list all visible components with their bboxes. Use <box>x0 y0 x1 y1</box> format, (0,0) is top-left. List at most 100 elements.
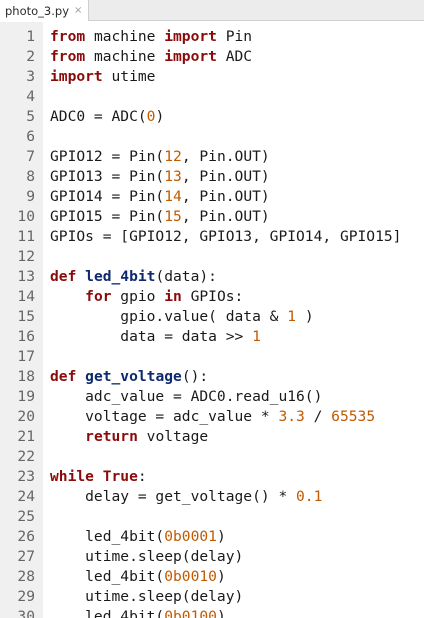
line-source: def get_voltage(): <box>50 367 208 387</box>
keyword-token: def <box>50 268 77 285</box>
code-text: , Pin.OUT) <box>181 188 270 205</box>
code-line[interactable]: 26 led_4bit(0b0001) <box>0 527 424 547</box>
code-text: voltage <box>137 428 209 445</box>
line-source: for gpio in GPIOs: <box>50 287 243 307</box>
code-line[interactable]: 8 GPIO13 = Pin(13, Pin.OUT) <box>0 167 424 187</box>
number-token: 14 <box>164 188 182 205</box>
line-source: GPIO13 = Pin(13, Pin.OUT) <box>50 167 270 187</box>
line-source: GPIO12 = Pin(12, Pin.OUT) <box>50 147 270 167</box>
keyword-token: import <box>164 28 217 45</box>
code-text: gpio.value( data & <box>50 308 288 325</box>
line-number: 24 <box>17 488 35 505</box>
line-source: voltage = adc_value * 3.3 / 65535 <box>50 407 375 427</box>
number-token: 0.1 <box>296 488 323 505</box>
code-line[interactable]: 17 <box>0 347 424 367</box>
code-line[interactable]: 15 gpio.value( data & 1 ) <box>0 307 424 327</box>
line-number: 19 <box>17 388 35 405</box>
line-number: 30 <box>17 608 35 618</box>
code-text: gpio <box>111 288 165 305</box>
line-source: from machine import ADC <box>50 47 252 67</box>
number-token: 1 <box>287 308 297 325</box>
code-line[interactable]: 4 <box>0 87 424 107</box>
keyword-token: for <box>85 288 112 305</box>
code-line[interactable]: 20 voltage = adc_value * 3.3 / 65535 <box>0 407 424 427</box>
line-source: data = data >> 1 <box>50 327 261 347</box>
keyword-token: return <box>85 428 138 445</box>
code-text: led_4bit( <box>50 608 165 618</box>
code-line[interactable]: 19 adc_value = ADC0.read_u16() <box>0 387 424 407</box>
line-number: 9 <box>26 188 35 205</box>
line-source: while True: <box>50 467 147 487</box>
keyword-token: True <box>102 468 138 485</box>
code-text <box>94 468 103 485</box>
code-text: voltage = adc_value * <box>50 408 279 425</box>
function-name-token: led_4bit <box>85 268 156 285</box>
code-text: (data): <box>155 268 217 285</box>
code-line[interactable]: 16 data = data >> 1 <box>0 327 424 347</box>
line-source: led_4bit(0b0100) <box>50 607 226 618</box>
code-line[interactable]: 30 led_4bit(0b0100) <box>0 607 424 618</box>
close-icon[interactable]: × <box>74 4 83 16</box>
code-line[interactable]: 22 <box>0 447 424 467</box>
line-source: gpio.value( data & 1 ) <box>50 307 313 327</box>
keyword-token: from <box>50 28 86 45</box>
code-line[interactable]: 12 <box>0 247 424 267</box>
code-text: machine <box>85 28 165 45</box>
line-number: 2 <box>26 48 35 65</box>
line-number: 15 <box>17 308 35 325</box>
line-source: led_4bit(0b0001) <box>50 527 226 547</box>
number-token: 0b0100 <box>164 608 217 618</box>
code-line[interactable]: 14 for gpio in GPIOs: <box>0 287 424 307</box>
number-token: 3.3 <box>278 408 305 425</box>
code-line[interactable]: 27 utime.sleep(delay) <box>0 547 424 567</box>
line-number: 26 <box>17 528 35 545</box>
tab-photo-3-py[interactable]: photo_3.py × <box>0 0 90 21</box>
code-text: , Pin.OUT) <box>181 148 270 165</box>
code-text: ) <box>155 108 165 125</box>
number-token: 0 <box>146 108 156 125</box>
code-line[interactable]: 28 led_4bit(0b0010) <box>0 567 424 587</box>
code-text <box>50 428 85 445</box>
line-number: 10 <box>17 208 35 225</box>
line-number: 20 <box>17 408 35 425</box>
code-line[interactable]: 21 return voltage <box>0 427 424 447</box>
keyword-token: from <box>50 48 86 65</box>
code-text: ADC <box>216 48 253 65</box>
line-number: 22 <box>17 448 35 465</box>
code-line[interactable]: 2 from machine import ADC <box>0 47 424 67</box>
code-text: GPIO12 = Pin( <box>50 148 165 165</box>
line-number: 12 <box>17 248 35 265</box>
number-token: 65535 <box>331 408 376 425</box>
line-number: 1 <box>26 28 35 45</box>
code-text: GPIOs: <box>181 288 244 305</box>
code-text <box>50 288 85 305</box>
code-text: , Pin.OUT) <box>181 208 270 225</box>
code-text <box>76 368 85 385</box>
code-text: delay = get_voltage() * <box>50 488 297 505</box>
code-text: utime.sleep(delay) <box>50 588 244 605</box>
line-source: ADC0 = ADC(0) <box>50 107 164 127</box>
keyword-token: in <box>164 288 182 305</box>
code-text: led_4bit( <box>50 528 165 545</box>
line-number: 21 <box>17 428 35 445</box>
line-number: 14 <box>17 288 35 305</box>
code-line[interactable]: 25 <box>0 507 424 527</box>
line-number: 8 <box>26 168 35 185</box>
code-line[interactable]: 29 utime.sleep(delay) <box>0 587 424 607</box>
function-name-token: get_voltage <box>85 368 182 385</box>
code-line[interactable]: 24 delay = get_voltage() * 0.1 <box>0 487 424 507</box>
code-line[interactable]: 6 <box>0 127 424 147</box>
line-source: adc_value = ADC0.read_u16() <box>50 387 322 407</box>
